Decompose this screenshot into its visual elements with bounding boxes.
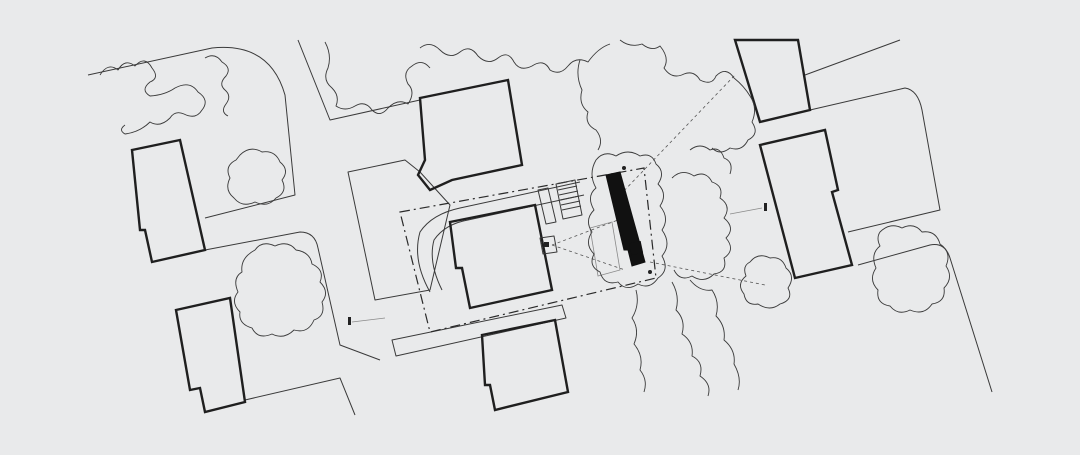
tree-canopies — [99, 39, 950, 397]
street-edges — [87, 39, 993, 416]
marker-dot-north — [622, 166, 626, 170]
driveway-strip — [391, 304, 567, 357]
tree-line-top-center — [324, 41, 431, 114]
road-edge-left-mid — [204, 231, 381, 361]
sight-lines — [551, 74, 766, 286]
building-center-main — [448, 203, 554, 310]
road-edge-right-block — [809, 87, 941, 233]
tree-roots-south-2 — [671, 281, 710, 397]
tree-cluster-east-2 — [689, 145, 732, 175]
sight-line-north — [619, 74, 736, 196]
road-edge-right-lower — [857, 244, 993, 393]
sight-line-west-a — [551, 219, 619, 246]
tree-top-left-canopy — [204, 55, 230, 117]
proposed-building-terrace — [589, 221, 621, 277]
road-edge-top-left — [87, 46, 296, 219]
tree-cluster-around-proposed — [588, 151, 668, 288]
proposed-building — [589, 166, 652, 277]
tree-line-top-center-2 — [419, 43, 611, 73]
tree-line-top-right-2 — [619, 39, 756, 153]
tree-line-top-right — [577, 59, 601, 151]
road-edge-bottom-left — [244, 377, 356, 416]
tree-line-top-left — [99, 60, 206, 135]
tree-east-round — [740, 255, 792, 309]
tree-roots-south — [631, 289, 646, 393]
road-edge-right-top — [804, 39, 901, 76]
building-top-right — [733, 38, 812, 124]
building-bottom-left — [174, 296, 247, 414]
curved-driveway-inner — [431, 194, 585, 291]
sight-line-west-b — [551, 244, 626, 271]
building-top-left — [130, 138, 207, 264]
small-kiosk — [539, 235, 558, 255]
proposed-building-annex — [628, 240, 644, 256]
tree-cluster-east — [671, 172, 731, 280]
lamp-marker-left — [348, 317, 351, 325]
tree-roots-south-3 — [689, 279, 740, 391]
building-right-main — [758, 128, 854, 280]
tree-mid-left-round — [234, 243, 326, 337]
lamp-marker-right — [764, 203, 767, 211]
parking-lot-outline — [347, 159, 451, 301]
neighbour-buildings — [130, 38, 854, 414]
curved-driveway — [417, 181, 581, 293]
tree-far-right-round — [872, 225, 950, 313]
marker-dot-south — [648, 270, 652, 274]
building-bottom-center — [480, 318, 570, 412]
road-edge-top-center — [297, 39, 421, 121]
sight-line-east — [649, 261, 766, 286]
stair-structure — [537, 179, 583, 255]
lamp-markers — [348, 203, 767, 325]
tree-top-left-round — [227, 148, 286, 205]
building-top-center — [416, 78, 524, 192]
